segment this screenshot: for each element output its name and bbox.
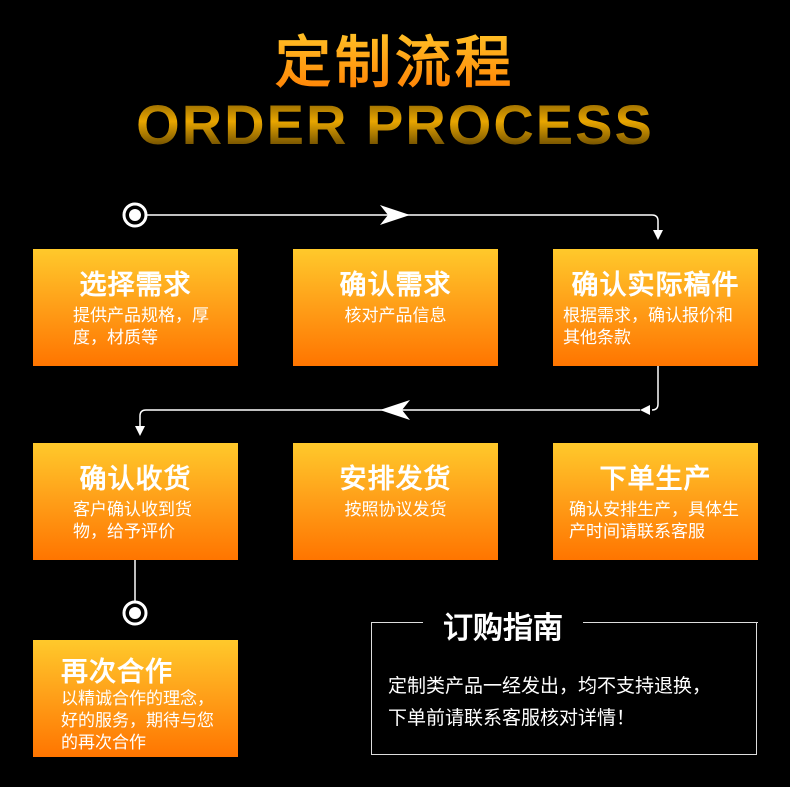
guide-line-2: 下单前请联系客服核对详情！ (388, 707, 636, 729)
step-title: 选择需求 (79, 270, 192, 301)
step-confirm-requirements: 确认需求 核对产品信息 (293, 249, 498, 366)
step-confirm-draft: 确认实际稿件 根据需求，确认报价和其他条款 (553, 249, 758, 366)
step-desc: 以精诚合作的理念，好的服务，期待与您的再次合作 (61, 689, 214, 753)
arrow-down-icon (653, 230, 663, 240)
step-title: 确认收货 (79, 464, 192, 495)
step-confirm-receipt: 确认收货 客户确认收到货物，给予评价 (33, 443, 238, 560)
guide-border-left (371, 622, 423, 623)
step-select-requirements: 选择需求 提供产品规格，厚度，材质等 (33, 249, 238, 366)
order-guide-title: 订购指南 (443, 611, 563, 646)
step-desc: 按照协议发货 (344, 500, 447, 520)
step-desc: 根据需求，确认报价和其他条款 (563, 306, 733, 348)
step-title: 确认实际稿件 (571, 270, 740, 301)
guide-border-right (583, 622, 758, 623)
step-cooperate-again: 再次合作 以精诚合作的理念，好的服务，期待与您的再次合作 (33, 640, 238, 757)
step-title: 下单生产 (599, 464, 712, 495)
step-desc: 确认安排生产，具体生产时间请联系客服 (569, 500, 739, 542)
step-desc: 客户确认收到货物，给予评价 (73, 500, 192, 542)
step-desc: 提供产品规格，厚度，材质等 (73, 306, 209, 348)
arrow-right-icon (380, 205, 410, 225)
arrow-left-icon (380, 400, 410, 420)
step-title: 再次合作 (61, 657, 173, 688)
step-production: 下单生产 确认安排生产，具体生产时间请联系客服 (553, 443, 758, 560)
page-title: 定制流程 (0, 18, 790, 99)
order-guide-panel (371, 622, 757, 755)
order-guide-text: 定制类产品一经发出，均不支持退换， 下单前请联系客服核对详情！ (388, 670, 748, 734)
step-arrange-shipping: 安排发货 按照协议发货 (293, 443, 498, 560)
step-desc: 核对产品信息 (344, 306, 447, 326)
step-title: 确认需求 (339, 270, 452, 301)
guide-line-1: 定制类产品一经发出，均不支持退换， (388, 675, 712, 697)
page-subtitle: ORDER PROCESS (0, 92, 790, 157)
step-title: 安排发货 (339, 464, 452, 495)
